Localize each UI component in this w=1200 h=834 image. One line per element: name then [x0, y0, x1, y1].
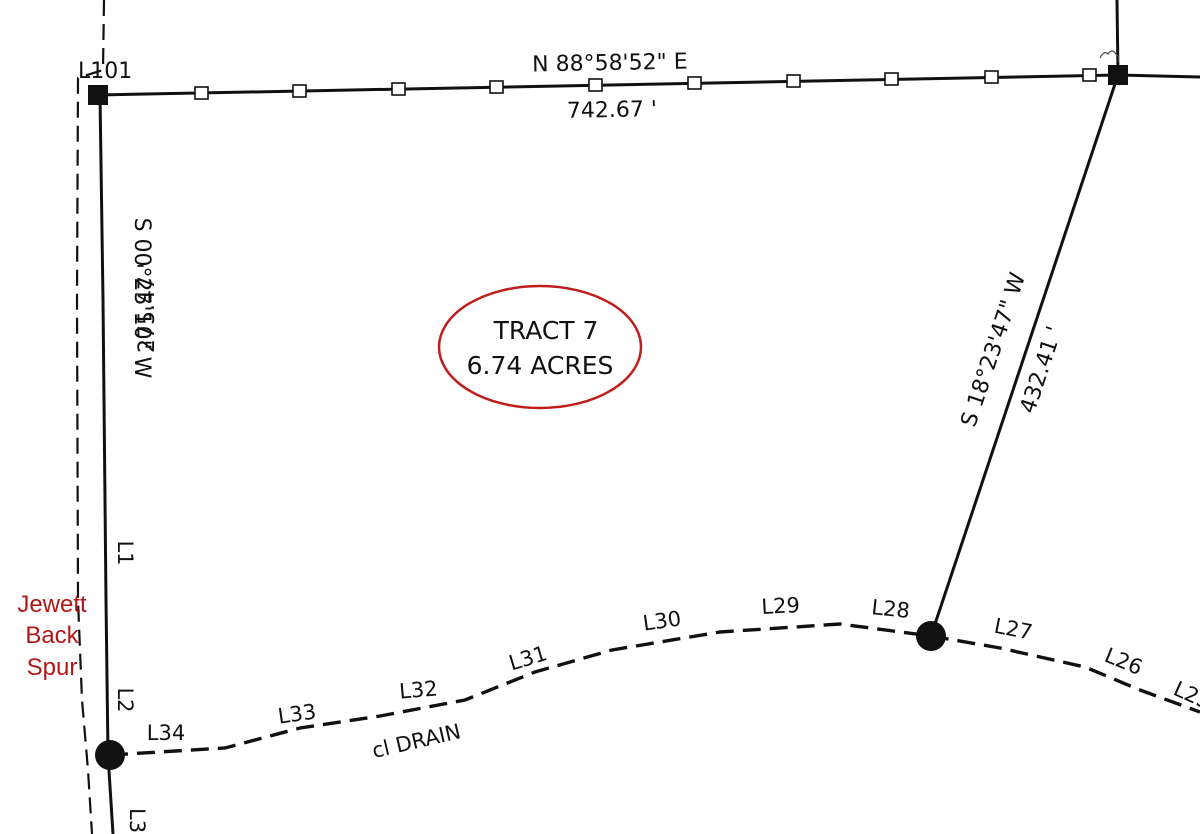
road-name-line-1: Jewett: [17, 591, 87, 618]
line-label: L30: [641, 607, 682, 636]
line-label: L29: [761, 593, 801, 619]
fence-marker: [984, 70, 999, 84]
road-name-line-3: Spur: [27, 654, 78, 681]
line-label: L25: [1170, 677, 1200, 715]
line-label: L32: [398, 676, 438, 703]
line-label: L2: [113, 687, 137, 712]
fence-marker: [1082, 68, 1097, 82]
fence-marker: [687, 76, 702, 90]
tract-area: 6.74 ACRES: [467, 351, 614, 380]
corner-label: L101: [78, 59, 132, 84]
line-label: L34: [147, 721, 185, 745]
west-bearing: S 00°25'10" W: [129, 218, 154, 379]
hand-symbol-icon: [1099, 50, 1120, 63]
north-boundary-line: [97, 73, 1119, 97]
tract-outline: [437, 284, 643, 410]
drain-label: cl DRAIN: [370, 719, 463, 763]
fence-marker: [489, 80, 504, 94]
line-label: L28: [870, 595, 911, 623]
fence-marker: [194, 86, 209, 100]
east-distance: 432.41 ': [1016, 323, 1068, 416]
west-boundary-line: [98, 94, 115, 834]
north-boundary-extension: [1117, 73, 1200, 79]
line-label: L27: [992, 614, 1034, 645]
fence-marker: [391, 82, 406, 96]
fence-markers: [194, 68, 1097, 100]
road-right-of-way-line: [75, 0, 106, 834]
fence-marker: [884, 72, 899, 86]
drain-centerline: [109, 622, 1200, 757]
east-parcel-line-north: [1115, 0, 1120, 76]
north-distance: 742.67 ': [567, 97, 657, 124]
fence-marker: [588, 78, 603, 92]
line-label: L1: [113, 540, 137, 565]
west-distance: 275.47 ': [135, 263, 160, 353]
east-boundary-line: [929, 74, 1120, 637]
line-label: L3: [125, 808, 149, 833]
road-name-line-2: Back: [25, 622, 79, 649]
corner-monument-nw: [88, 85, 108, 105]
tract-name: TRACT 7: [493, 316, 599, 345]
north-bearing: N 88°58'52" E: [532, 50, 688, 78]
line-label: L26: [1101, 643, 1146, 680]
fence-marker: [292, 84, 307, 98]
corner-monument-ne: [1108, 65, 1128, 85]
drain-point-l34: [95, 740, 125, 770]
fence-marker: [786, 74, 801, 88]
drain-point-l28: [916, 621, 946, 651]
line-label: L33: [276, 700, 317, 729]
